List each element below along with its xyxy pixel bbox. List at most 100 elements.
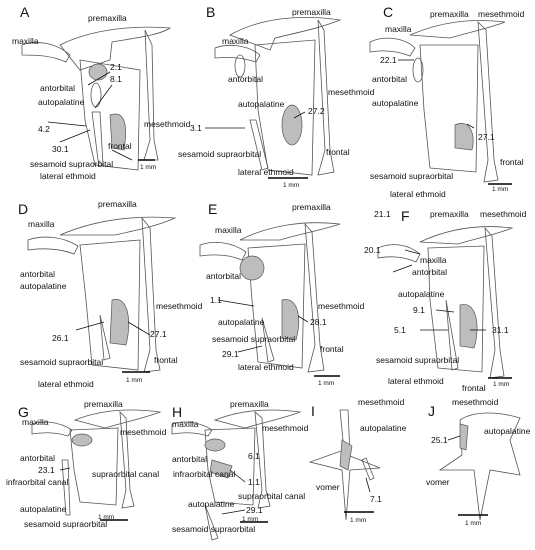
label-premaxilla: premaxilla (84, 399, 123, 409)
scale-label: 1 mm (98, 514, 115, 521)
label-frontal: frontal (500, 157, 524, 167)
label-mesethmoid: mesethmoid (156, 301, 203, 311)
panel-letter-g: G (18, 404, 29, 420)
label-lateral-ethmoid: lateral ethmoid (388, 376, 444, 386)
label-sesamoid-supraorbital: sesamoid supraorbital (178, 149, 262, 159)
label-number: 6.1 (248, 451, 260, 461)
label-vomer: vomer (316, 482, 340, 492)
scale-label: 1 mm (140, 164, 157, 171)
panel-letter-a: A (20, 4, 30, 20)
label-maxilla: maxilla (222, 36, 249, 46)
label-frontal: frontal (108, 141, 132, 151)
label-mesethmoid: mesethmoid (452, 397, 499, 407)
label-number: 21.1 (374, 209, 391, 219)
drawing-panel-a (21, 26, 172, 171)
label-antorbital: antorbital (412, 267, 447, 277)
drawing-panel-f (377, 226, 514, 379)
label-autopalatine: autopalatine (38, 97, 85, 107)
label-antorbital: antorbital (206, 271, 241, 281)
label-mesethmoid: mesethmoid (144, 119, 191, 129)
label-number: 3.1 (190, 123, 202, 133)
label-mesethmoid: mesethmoid (328, 87, 375, 97)
label-premaxilla: premaxilla (88, 13, 127, 23)
label-number: 5.1 (394, 325, 406, 335)
label-mesethmoid: mesethmoid (480, 209, 527, 219)
scale-label: 1 mm (350, 517, 367, 524)
label-number: 2.1 (110, 62, 122, 72)
label-antorbital: antorbital (372, 74, 407, 84)
label-autopalatine: autopalatine (372, 98, 419, 108)
drawing-panel-g (31, 409, 162, 521)
drawing-panel-j (438, 412, 521, 521)
label-mesethmoid: mesethmoid (120, 427, 167, 437)
label-frontal: frontal (326, 147, 350, 157)
label-frontal: frontal (320, 344, 344, 354)
label-number: 1.1 (248, 477, 260, 487)
label-sesamoid-supraorbital: sesamoid supraorbital (30, 159, 114, 169)
label-premaxilla: premaxilla (430, 9, 469, 19)
label-sesamoid-supraorbital: sesamoid supraorbital (172, 524, 256, 534)
drawing-panel-h (171, 409, 302, 541)
label-supraorbital-canal: supraorbital canal (92, 469, 160, 479)
label-autopalatine: autopalatine (20, 504, 67, 514)
label-number: 29.1 (222, 349, 239, 359)
label-number: 27.1 (478, 132, 495, 142)
drawing-panel-b (205, 16, 342, 179)
label-frontal: frontal (462, 383, 486, 393)
label-antorbital: antorbital (228, 74, 263, 84)
label-infraorbital-canal: infraorbital canal (6, 477, 69, 487)
label-antorbital: antorbital (20, 453, 55, 463)
panel-letter-c: C (383, 4, 394, 20)
scale-label: 1 mm (465, 520, 482, 527)
label-maxilla: maxilla (215, 225, 242, 235)
scale-label: 1 mm (493, 381, 510, 388)
label-autopalatine: autopalatine (360, 423, 407, 433)
panel-letter-i: I (311, 403, 315, 419)
label-number: 22.1 (380, 55, 397, 65)
label-number: 23.1 (38, 465, 55, 475)
label-lateral-ethmoid: lateral ethmoid (238, 167, 294, 177)
label-sesamoid-supraorbital: sesamoid supraorbital (370, 171, 454, 181)
label-frontal: frontal (154, 355, 178, 365)
label-number: 1.1 (210, 295, 222, 305)
label-mesethmoid: mesethmoid (358, 397, 405, 407)
label-mesethmoid: mesethmoid (478, 9, 525, 19)
label-number: 28.1 (310, 317, 327, 327)
drawing-panel-i (308, 409, 381, 521)
label-number: 31.1 (492, 325, 509, 335)
label-vomer: vomer (426, 477, 450, 487)
label-autopalatine: autopalatine (20, 281, 67, 291)
panel-letter-b: B (206, 4, 216, 20)
label-autopalatine: autopalatine (484, 426, 531, 436)
label-number: 25.1 (431, 435, 448, 445)
panel-letter-e: E (208, 201, 218, 217)
label-sesamoid-supraorbital: sesamoid supraorbital (24, 519, 108, 529)
label-premaxilla: premaxilla (292, 7, 331, 17)
drawing-panel-e (199, 222, 341, 377)
label-sesamoid-supraorbital: sesamoid supraorbital (20, 357, 104, 367)
label-maxilla: maxilla (28, 219, 55, 229)
label-antorbital: antorbital (172, 454, 207, 464)
label-autopalatine: autopalatine (218, 317, 265, 327)
label-number: 8.1 (110, 74, 122, 84)
label-autopalatine: autopalatine (238, 99, 285, 109)
label-maxilla: maxilla (385, 24, 412, 34)
label-infraorbital-canal: infraorbital canal (173, 469, 236, 479)
label-premaxilla: premaxilla (98, 199, 137, 209)
label-maxilla: maxilla (420, 255, 447, 265)
scale-label: 1 mm (126, 377, 143, 384)
label-number: 20.1 (364, 245, 381, 255)
label-autopalatine: autopalatine (188, 499, 235, 509)
panel-letter-d: D (18, 201, 29, 217)
label-number: 9.1 (413, 305, 425, 315)
label-premaxilla: premaxilla (292, 202, 331, 212)
label-premaxilla: premaxilla (230, 399, 269, 409)
label-lateral-ethmoid: lateral ethmoid (390, 189, 446, 199)
label-number: 27.1 (150, 329, 167, 339)
label-number: 26.1 (52, 333, 69, 343)
label-premaxilla: premaxilla (430, 209, 469, 219)
scale-label: 1 mm (492, 186, 509, 193)
label-antorbital: antorbital (40, 83, 75, 93)
